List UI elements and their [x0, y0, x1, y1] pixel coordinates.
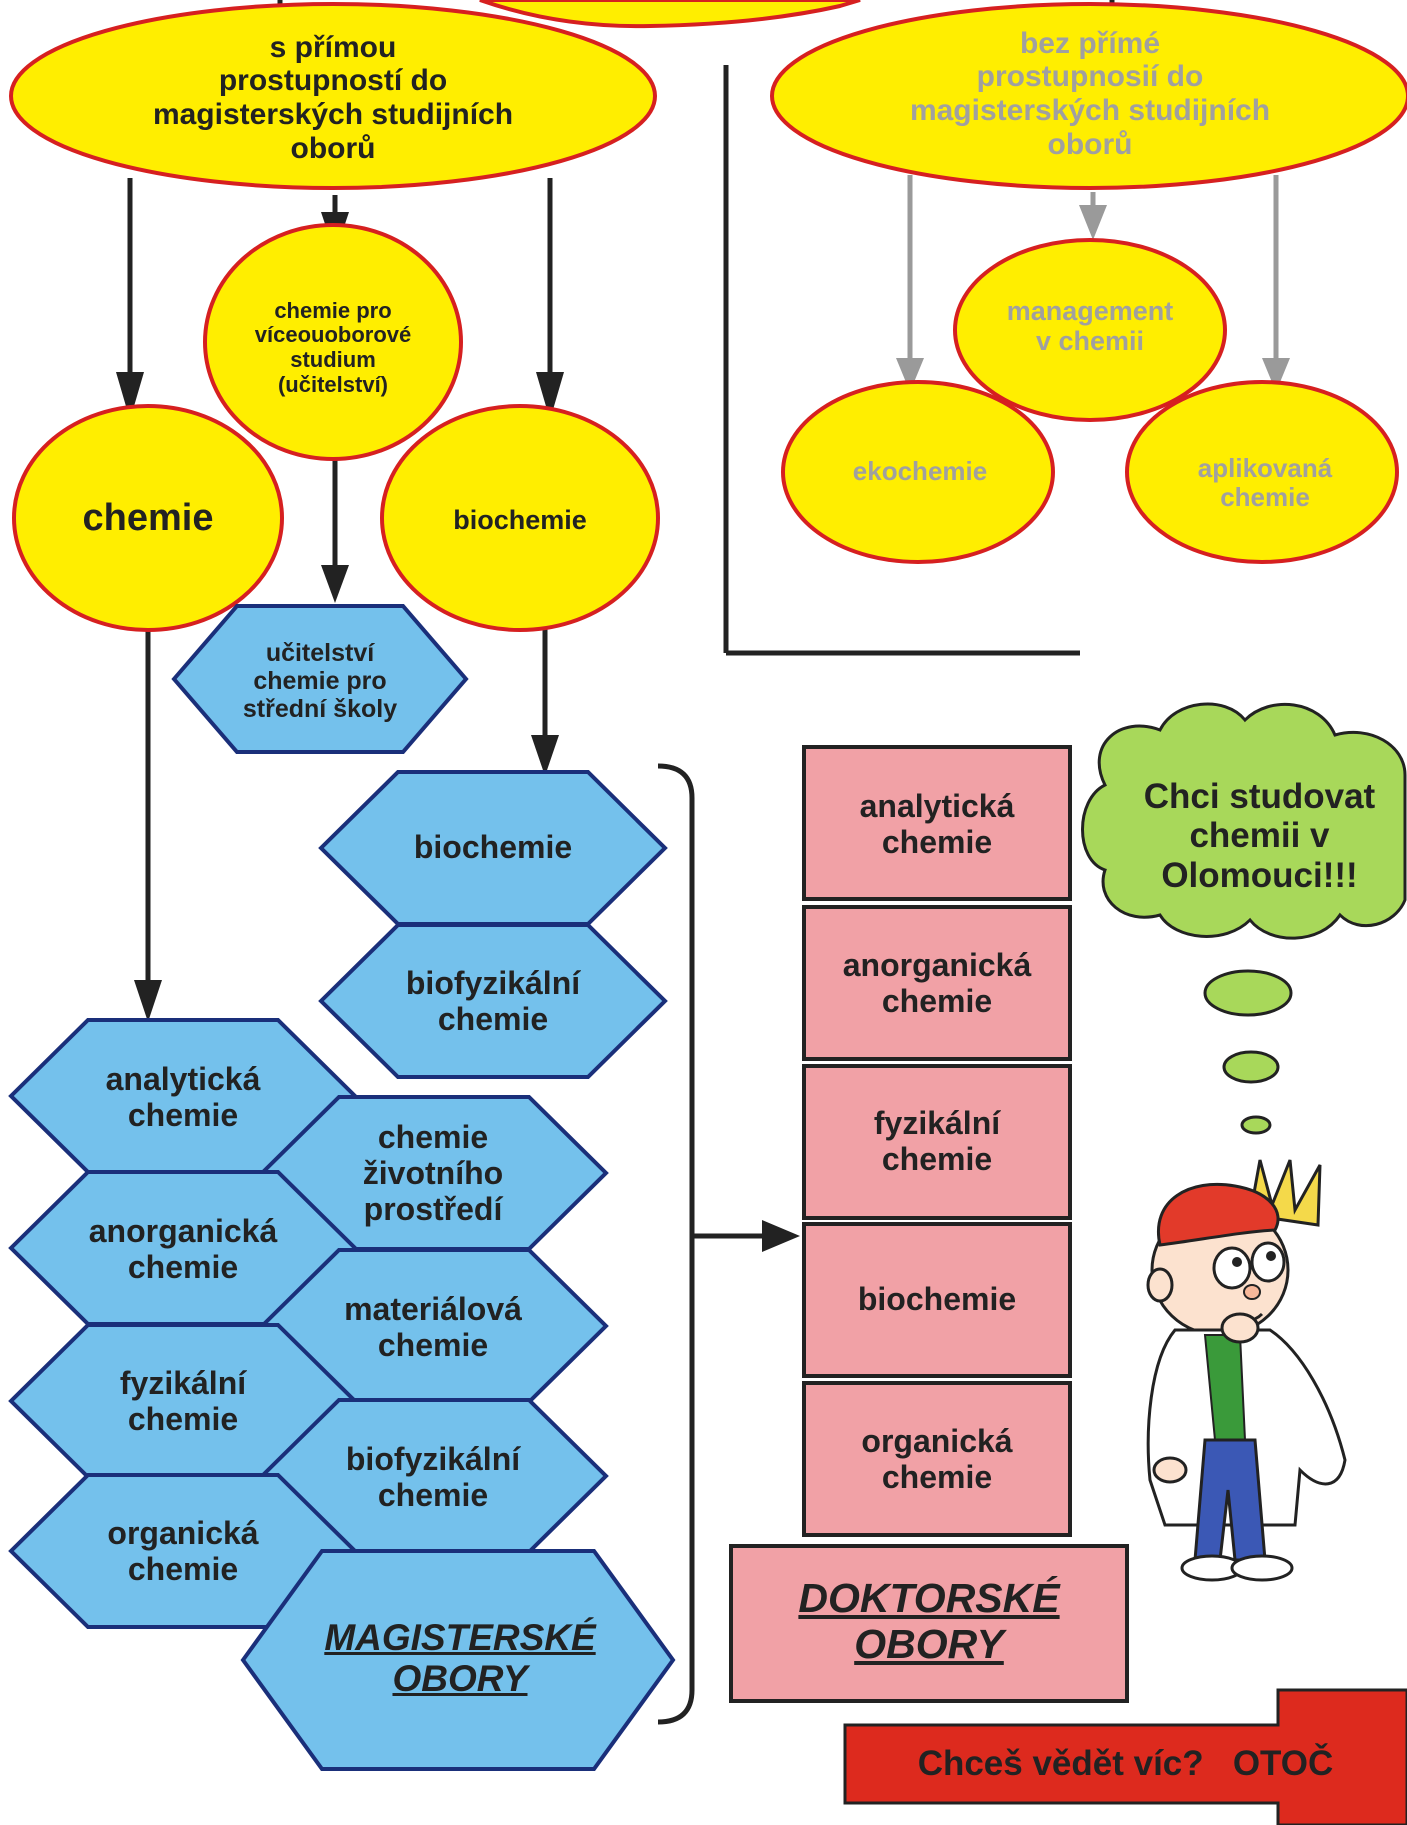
scientist-illustration — [1146, 1159, 1347, 1582]
thought-cloud — [1081, 702, 1407, 1135]
oval-chemie-label: chemie — [82, 496, 214, 539]
hex-magisterske — [240, 1549, 676, 1771]
oval-ekochemie-label: ekochemie — [852, 456, 988, 487]
otoc-arrow-shape — [843, 1688, 1407, 1825]
oval-aplikovana — [1125, 380, 1399, 564]
hexagons — [8, 604, 676, 1771]
grey-connectors — [896, 175, 1290, 392]
hex-biofyzikalni-top — [318, 923, 668, 1079]
hex-biochemie-label: biochemie — [413, 829, 573, 866]
oval-direct — [9, 2, 657, 190]
oval-ekochemie — [781, 380, 1055, 564]
oval-management — [953, 238, 1227, 422]
ovals — [9, 2, 1407, 632]
otoc-arrow-button[interactable]: Chceš vědět víc? OTOČ — [917, 1744, 1334, 1784]
hex-ucitelstvi — [171, 604, 469, 754]
oval-teaching — [203, 223, 463, 461]
oval-chemie — [12, 404, 284, 632]
top-oval-fragment — [479, 0, 861, 29]
oval-biochemie-label: biochemie — [453, 504, 587, 535]
oval-indirect — [770, 2, 1407, 190]
oval-biochemie — [380, 404, 660, 632]
doctoral-biochemie: biochemie — [857, 1281, 1017, 1318]
doctoral-boxes — [729, 745, 1129, 1703]
